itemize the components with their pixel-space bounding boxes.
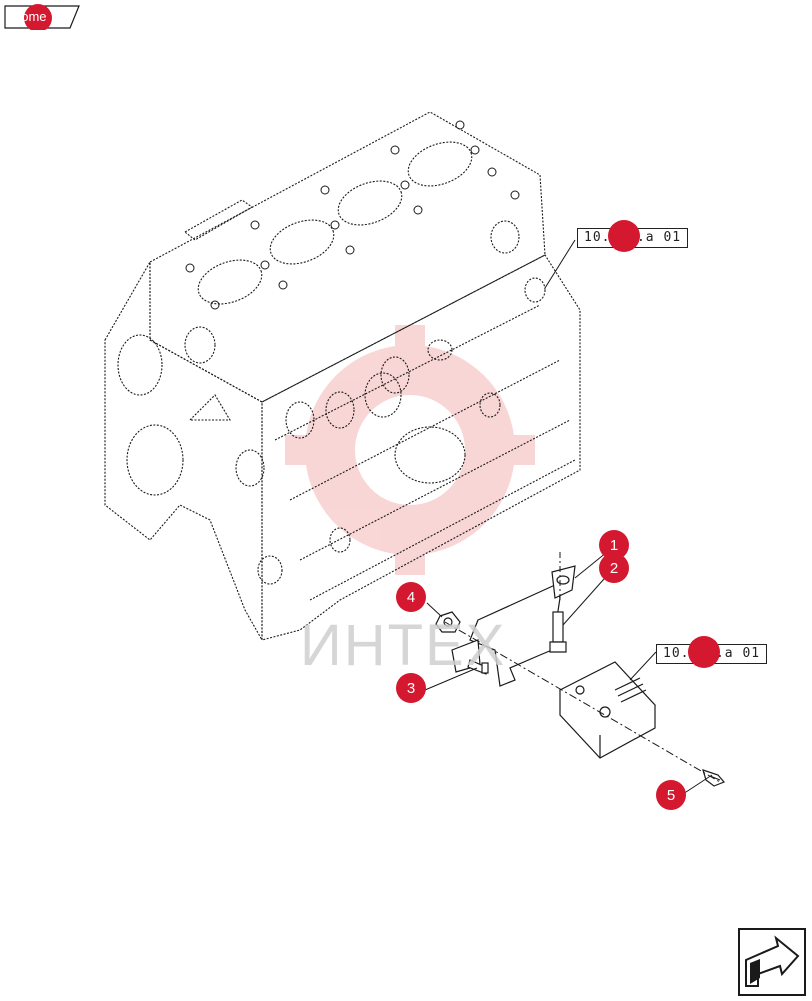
reference-engine-block[interactable]: 10.001.a 01 [577, 228, 689, 248]
watermark-text: ИНТЕХ [300, 613, 507, 678]
home-tab-shape [4, 4, 80, 30]
bolt-part-2 [549, 611, 567, 653]
deck-bolt-holes [185, 120, 520, 310]
callout-2[interactable]: 2 [599, 553, 629, 583]
reference-oil-pan[interactable]: 10.206.a 01 [656, 644, 768, 664]
home-tab[interactable]: home [4, 4, 80, 30]
plate-part [559, 661, 656, 759]
screw-part-3 [467, 659, 489, 675]
next-page-button[interactable] [738, 928, 806, 996]
callout-4[interactable]: 4 [396, 582, 426, 612]
callout-5[interactable]: 5 [656, 780, 686, 810]
callout-3[interactable]: 3 [396, 673, 426, 703]
home-label: home [14, 9, 47, 24]
next-page-arrow-icon [738, 928, 806, 996]
engine-block [104, 111, 581, 643]
watermark-logo [285, 325, 535, 575]
